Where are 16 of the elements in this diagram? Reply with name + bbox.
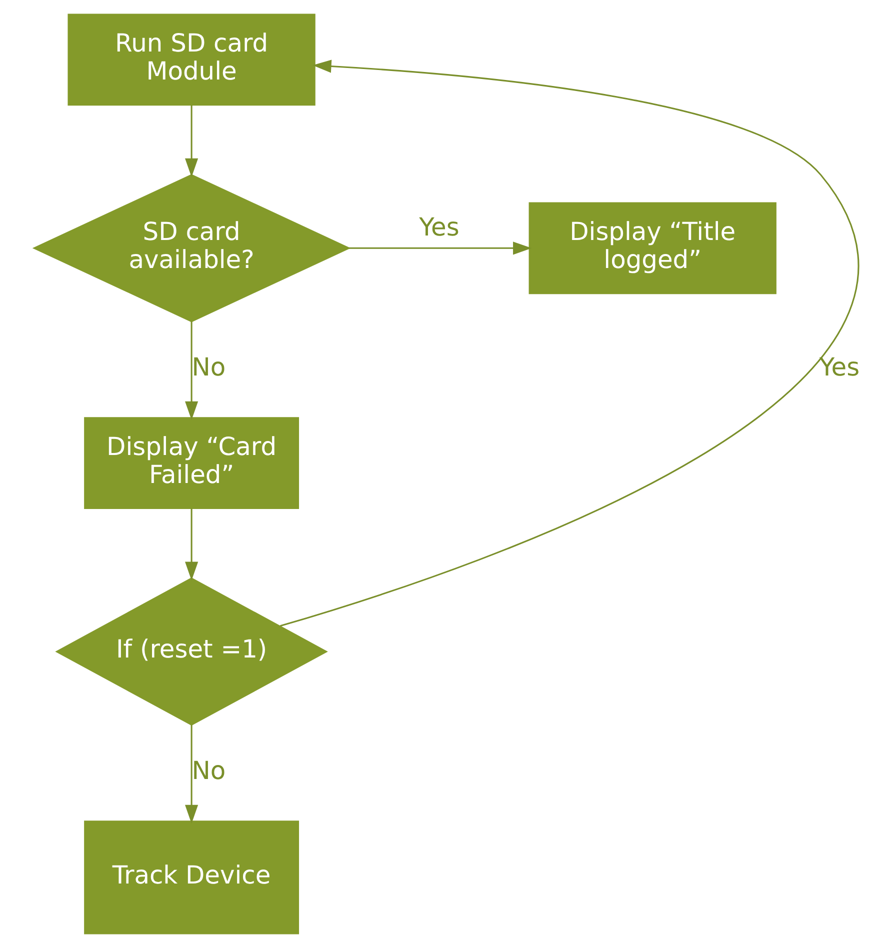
arrow <box>185 724 198 824</box>
node-diamond: SD card available? <box>32 174 351 322</box>
node-box: Track Device <box>84 820 300 934</box>
edge-label: Yes <box>419 212 460 242</box>
arrow <box>185 508 198 580</box>
node-box: Run SD card Module <box>68 14 316 106</box>
arrow <box>348 242 532 255</box>
arrow <box>185 105 198 178</box>
edge-label: No <box>192 352 226 382</box>
arrow <box>280 60 858 627</box>
arrow <box>185 321 198 420</box>
node-box: Display “Card Failed” <box>84 417 300 510</box>
node-diamond: If (reset =1) <box>55 577 328 726</box>
edge-label: Yes <box>819 352 860 382</box>
edge-label: No <box>192 756 226 785</box>
node-box: Display “Title logged” <box>528 202 776 294</box>
